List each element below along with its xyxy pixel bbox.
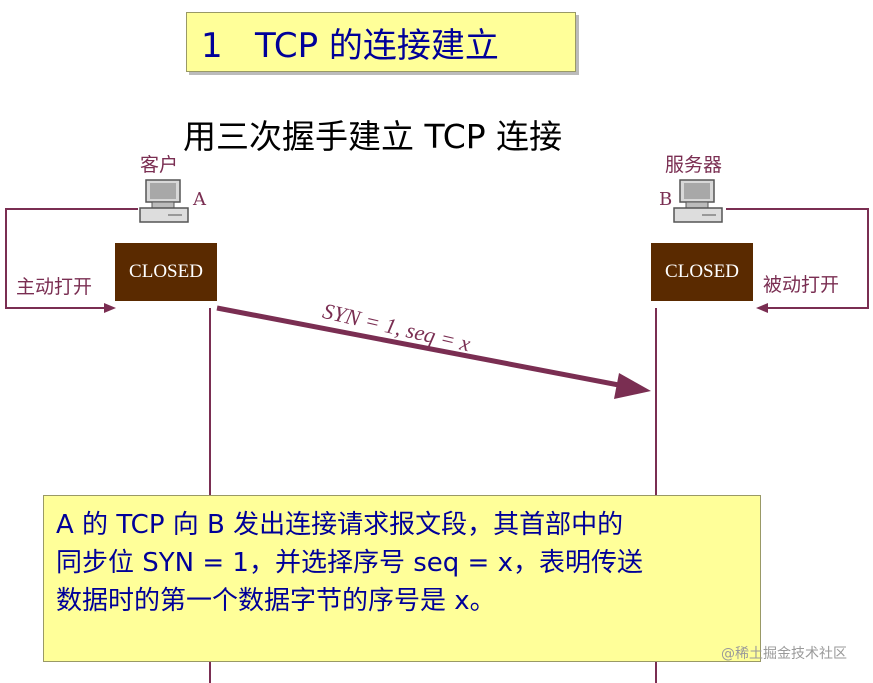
title-box: 1 TCP 的连接建立 (186, 12, 576, 72)
client-letter: A (193, 189, 206, 210)
note-line: A 的 TCP 向 B 发出连接请求报文段，其首部中的 (56, 510, 624, 540)
syn-arrowhead (614, 373, 651, 399)
note-line: 同步位 SYN = 1，并选择序号 seq = x，表明传送 (56, 548, 643, 578)
syn-arrow-line (216, 305, 625, 389)
client-open-loop (5, 208, 138, 309)
client-open-arrowhead (104, 303, 116, 313)
server-state-box: CLOSED (651, 243, 753, 301)
server-letter: B (659, 189, 673, 210)
client-role-label: 客户 (140, 154, 179, 176)
server-computer-icon (673, 179, 723, 223)
note-box: A 的 TCP 向 B 发出连接请求报文段，其首部中的 同步位 SYN = 1，… (43, 495, 761, 662)
client-state-box: CLOSED (115, 243, 217, 301)
server-state-label: CLOSED (665, 261, 739, 282)
watermark: @稀土掘金技术社区 (721, 646, 847, 662)
server-open-arrowhead (756, 303, 768, 313)
client-state-label: CLOSED (129, 261, 203, 282)
note-line: 数据时的第一个数据字节的序号是 x。 (56, 586, 496, 616)
server-open-loop (726, 208, 869, 309)
client-computer-icon (139, 179, 189, 223)
client-open-label: 主动打开 (16, 276, 93, 298)
page-title: 1 TCP 的连接建立 (201, 25, 499, 66)
server-open-label: 被动打开 (763, 274, 840, 296)
server-role-label: 服务器 (665, 154, 723, 176)
subtitle: 用三次握手建立 TCP 连接 (183, 117, 563, 156)
